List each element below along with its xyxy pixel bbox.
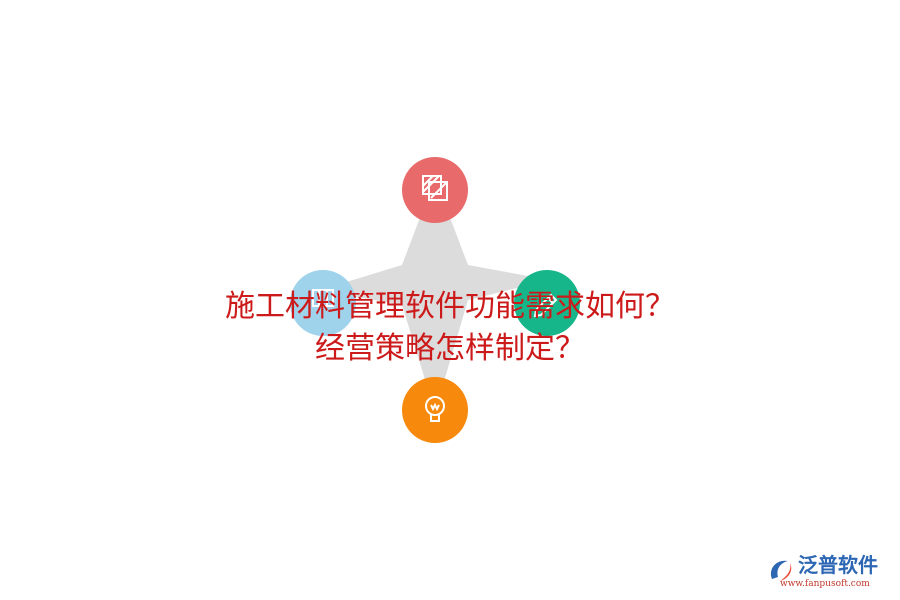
four-point-star-shape [320, 178, 550, 412]
logo-name: 泛普软件 [798, 553, 878, 577]
building-icon [312, 289, 334, 307]
logo-mark-icon [770, 560, 792, 581]
layers-icon [422, 175, 448, 201]
logo-url: www.fanpusoft.com [780, 579, 870, 589]
node-right-pencil [514, 270, 580, 336]
node-left-building [290, 270, 356, 336]
node-bottom-lightbulb [402, 377, 468, 443]
lightbulb-icon [425, 396, 445, 422]
brand-logo: 泛普软件 www.fanpusoft.com [766, 552, 894, 592]
pencil-icon [533, 293, 558, 318]
node-top-layers [402, 157, 468, 223]
